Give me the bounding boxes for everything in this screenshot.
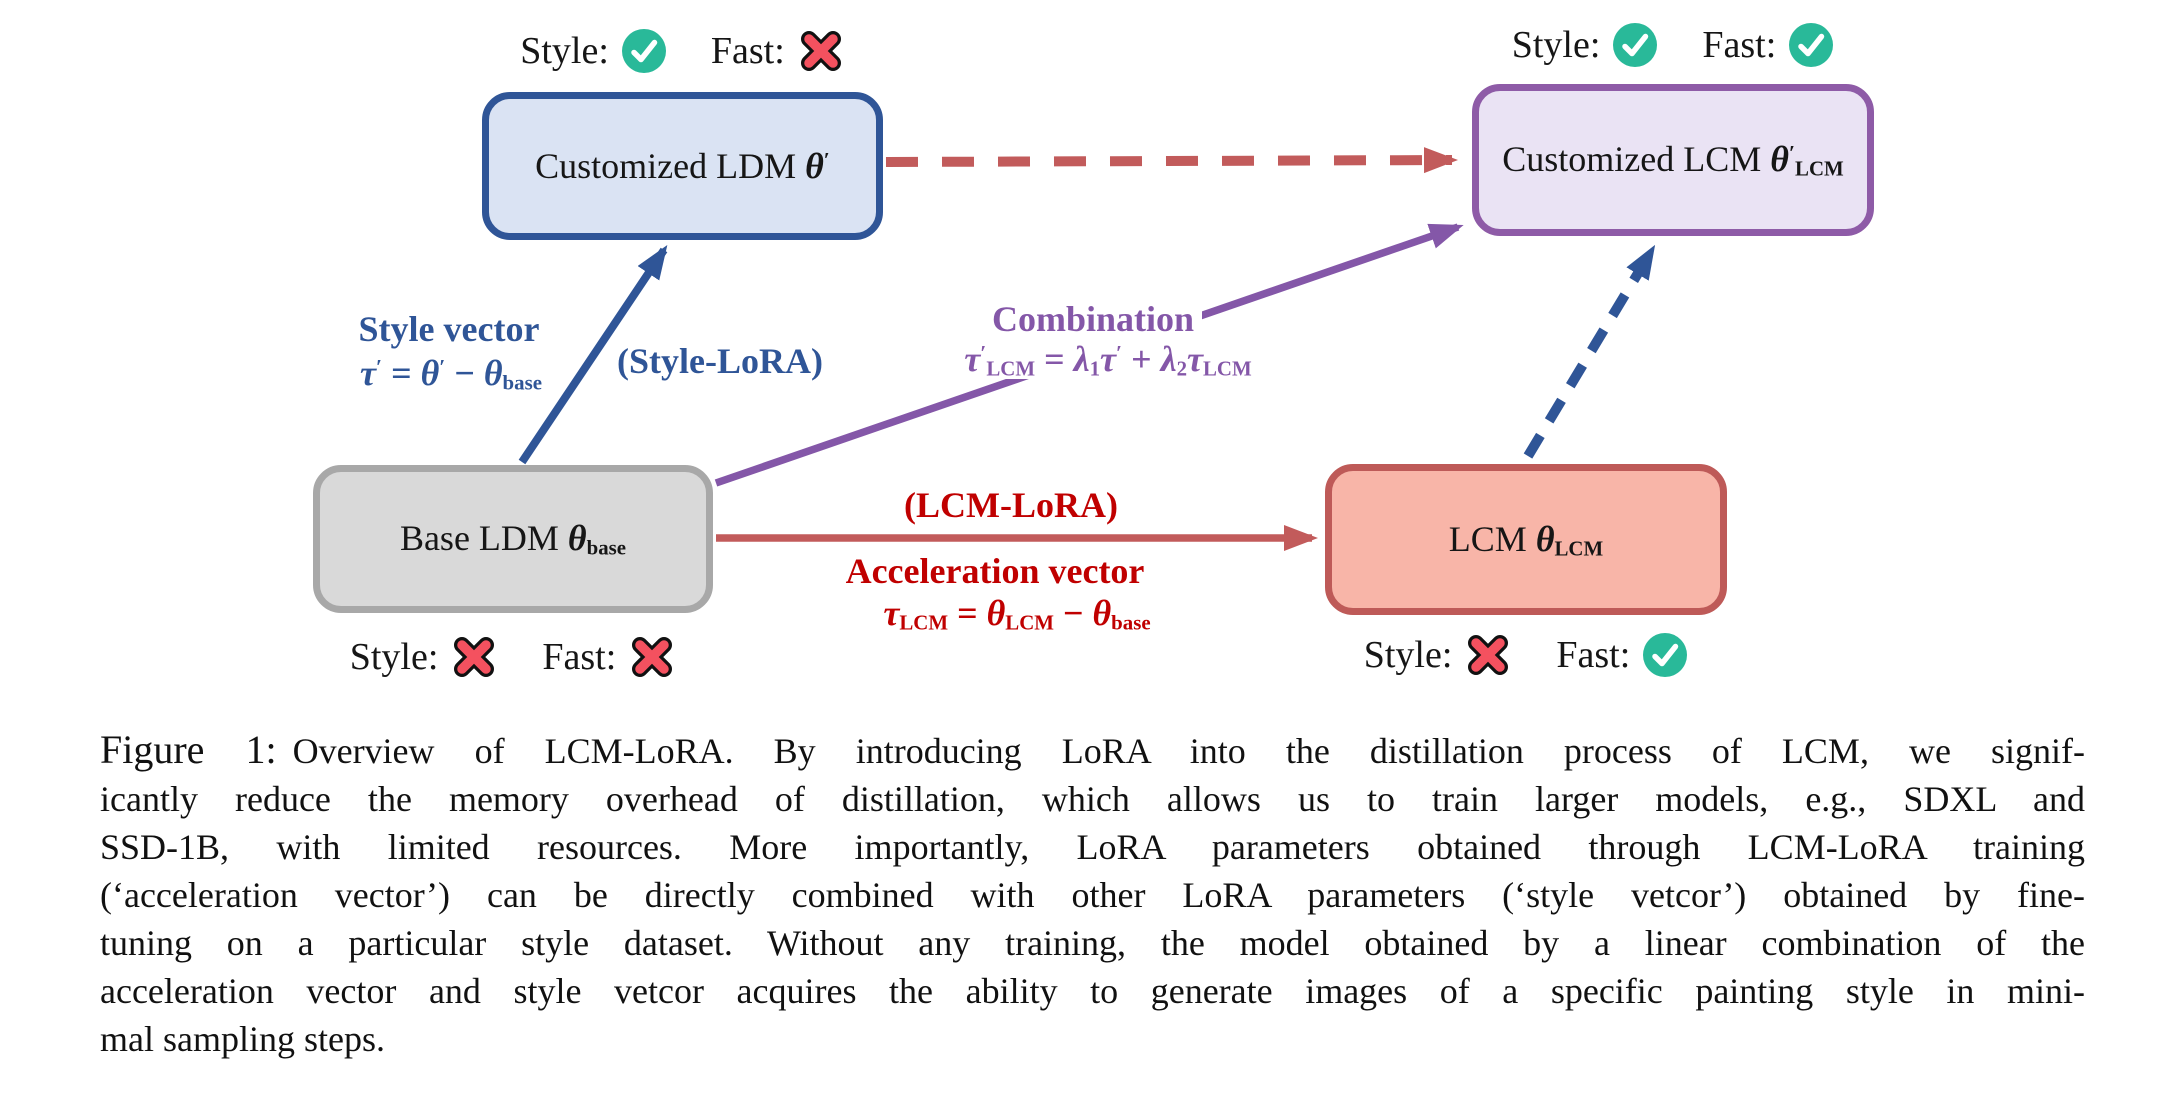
check-icon	[1643, 633, 1688, 677]
caption-line: icantly reduce the memory overhead of di…	[100, 779, 2085, 819]
cross-icon	[632, 637, 673, 677]
caption-line-text: Overview of LCM-LoRA. By introducing LoR…	[292, 731, 2085, 771]
caption-line: mal sampling steps.	[100, 1019, 385, 1059]
figure-caption: Figure 1: Overview of LCM-LoRA. By introd…	[100, 726, 2085, 1063]
check-icon	[1789, 23, 1834, 67]
cross-icon	[1468, 635, 1509, 675]
acceleration-vector-title: Acceleration vector	[845, 551, 1145, 591]
combination-formula: τ′LCM = λ1τ′ + λ2τLCM	[933, 338, 1283, 382]
fast-status-label: Fast:	[542, 636, 617, 678]
box-customized-lcm-label: Customized LCM θ′LCM	[1502, 139, 1844, 181]
combination-title: Combination	[943, 298, 1243, 340]
ldm-to-lcm-dashed-arrow	[885, 147, 1458, 174]
box-lcm: LCM θLCM	[1325, 464, 1727, 615]
status-row-customized-ldm: Style: Fast:	[482, 22, 883, 80]
style-status-label: Style:	[1511, 24, 1601, 66]
fast-status-label: Fast:	[710, 30, 785, 72]
box-lcm-label: LCM θLCM	[1448, 518, 1604, 561]
status-row-customized-lcm: Style: Fast:	[1472, 16, 1874, 74]
cross-icon	[800, 31, 841, 71]
style-status-label: Style:	[349, 636, 439, 678]
caption-line: Figure 1: Overview of LCM-LoRA. By introd…	[100, 726, 2085, 775]
box-base-ldm-label: Base LDM θbase	[399, 518, 627, 560]
box-customized-ldm: Customized LDM θ′	[482, 92, 883, 240]
status-row-base-ldm: Style: Fast:	[313, 628, 713, 686]
style-vector-formula: τ′ = θ′ − θbase	[360, 353, 542, 395]
lcm-to-customized-lcm-dashed-arrow	[1523, 244, 1657, 459]
lcm-lora-label: (LCM-LoRA)	[904, 485, 1118, 525]
box-customized-lcm: Customized LCM θ′LCM	[1472, 84, 1874, 236]
style-lora-label: (Style-LoRA)	[617, 341, 823, 381]
caption-line: acceleration vector and style vetcor acq…	[100, 971, 2085, 1011]
style-status-label: Style:	[1363, 634, 1453, 676]
caption-line: tuning on a particular style dataset. Wi…	[100, 923, 2085, 963]
acceleration-vector-formula: τLCM = θLCM − θbase	[883, 593, 1151, 635]
fast-status-label: Fast:	[1556, 634, 1631, 676]
fast-status-label: Fast:	[1702, 24, 1777, 66]
caption-line: (‘acceleration vector’) can be directly …	[100, 875, 2085, 915]
caption-line: SSD-1B, with limited resources. More imp…	[100, 827, 2085, 867]
box-customized-ldm-label: Customized LDM θ′	[535, 146, 830, 186]
check-icon	[1613, 23, 1658, 67]
status-row-lcm: Style: Fast:	[1325, 626, 1727, 684]
style-vector-title: Style vector	[358, 309, 540, 349]
style-status-label: Style:	[520, 30, 609, 72]
cross-icon	[454, 637, 495, 677]
caption-figure-label: Figure 1:	[100, 727, 277, 772]
check-icon	[621, 29, 666, 73]
box-base-ldm: Base LDM θbase	[313, 465, 713, 613]
